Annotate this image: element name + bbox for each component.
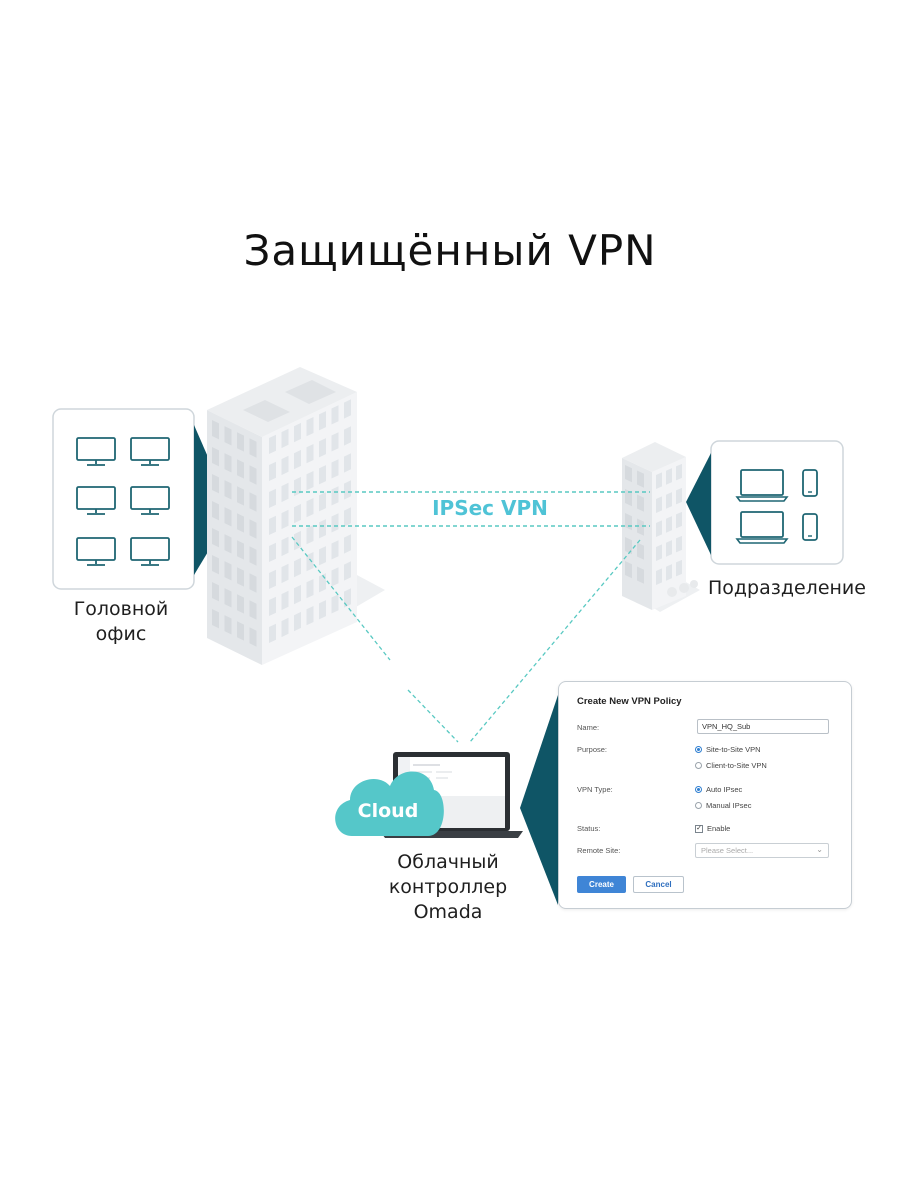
radio-icon[interactable] [695, 762, 702, 769]
status-label: Status: [577, 824, 601, 833]
controller-links [291, 536, 641, 743]
hq-building-icon [207, 367, 357, 665]
name-input[interactable]: VPN_HQ_Sub [697, 719, 829, 734]
page-title: Защищённый VPN [243, 226, 657, 275]
smartphone-icon [802, 469, 818, 497]
remote-site-label: Remote Site: [577, 846, 621, 855]
ipsec-vpn-label: IPSec VPN [420, 496, 560, 520]
desktop-monitor-icon [76, 486, 116, 515]
smartphone-icon [802, 513, 818, 541]
vpn-policy-form: Create New VPN Policy Name: VPN_HQ_Sub P… [558, 681, 852, 909]
option-label: Manual IPsec [706, 801, 752, 810]
branch-building-icon [622, 442, 698, 610]
desktop-monitor-icon [130, 486, 170, 515]
purpose-option-client-to-site[interactable]: Client-to-Site VPN [695, 761, 767, 770]
chevron-down-icon: ⌄ [816, 845, 823, 854]
remote-site-select[interactable]: Please Select... ⌄ [695, 843, 829, 858]
laptop-icon [735, 511, 789, 544]
desktop-monitor-icon [76, 437, 116, 466]
desktop-monitor-icon [130, 437, 170, 466]
desktop-monitor-icons [76, 437, 170, 566]
radio-icon[interactable] [695, 802, 702, 809]
branch-device-panel [686, 440, 844, 565]
option-label: Site-to-Site VPN [706, 745, 761, 754]
radio-selected-icon[interactable] [695, 786, 702, 793]
purpose-label: Purpose: [577, 745, 608, 754]
hq-label: Головной офис [73, 598, 169, 645]
vpn-type-option-manual[interactable]: Manual IPsec [695, 801, 751, 810]
option-label: Client-to-Site VPN [706, 761, 767, 770]
purpose-option-site-to-site[interactable]: Site-to-Site VPN [695, 745, 761, 754]
select-placeholder: Please Select... [701, 846, 754, 855]
vpn-type-label: VPN Type: [577, 785, 613, 794]
laptop-icon [735, 469, 789, 502]
create-button[interactable]: Create [577, 876, 626, 893]
cancel-button[interactable]: Cancel [633, 876, 684, 893]
desktop-monitor-icon [76, 537, 116, 566]
option-label: Enable [707, 824, 731, 833]
status-enable-checkbox[interactable]: ✓ Enable [695, 824, 730, 833]
cloud-controller-label: Облачный контроллер Omada [388, 851, 508, 923]
hq-device-panel [52, 408, 232, 590]
option-label: Auto IPsec [706, 785, 743, 794]
radio-selected-icon[interactable] [695, 746, 702, 753]
desktop-monitor-icon [130, 537, 170, 566]
branch-label: Подразделение [708, 577, 866, 599]
form-title: Create New VPN Policy [577, 696, 682, 707]
cloud-icon [335, 771, 444, 836]
name-label: Name: [577, 723, 600, 732]
branch-device-icons [735, 469, 818, 544]
vpn-type-option-auto[interactable]: Auto IPsec [695, 785, 742, 794]
ipsec-tunnel [292, 491, 650, 527]
checkmark-icon[interactable]: ✓ [695, 824, 703, 833]
cloud-badge: Cloud [357, 800, 419, 822]
form-pointer [520, 695, 558, 905]
